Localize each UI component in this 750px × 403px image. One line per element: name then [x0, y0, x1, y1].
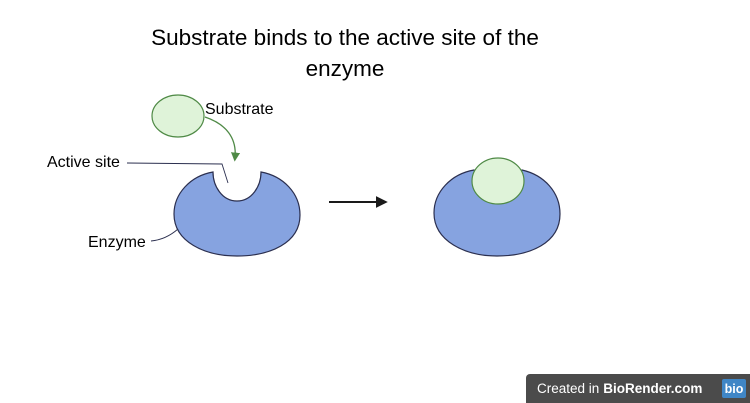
diagram-title: Substrate binds to the active site of th…: [151, 25, 539, 81]
watermark-brand: BioRender.com: [603, 381, 703, 396]
substrate-shape: [151, 94, 205, 138]
substrate-label: Substrate: [205, 101, 274, 118]
biorender-watermark[interactable]: Created in BioRender.com bio: [526, 374, 750, 403]
enzyme-shape-left: [173, 171, 301, 257]
enzyme-label: Enzyme: [88, 234, 146, 251]
binding-arrow: [204, 116, 241, 162]
active-site-leader-line: [126, 162, 229, 184]
biorender-logo: bio: [722, 379, 746, 398]
watermark-prefix: Created in: [537, 381, 600, 396]
enzyme-shape-right: [433, 169, 561, 257]
bound-substrate-shape: [471, 157, 525, 205]
active-site-label: Active site: [47, 154, 120, 171]
enzyme-leader-line: [150, 228, 179, 242]
